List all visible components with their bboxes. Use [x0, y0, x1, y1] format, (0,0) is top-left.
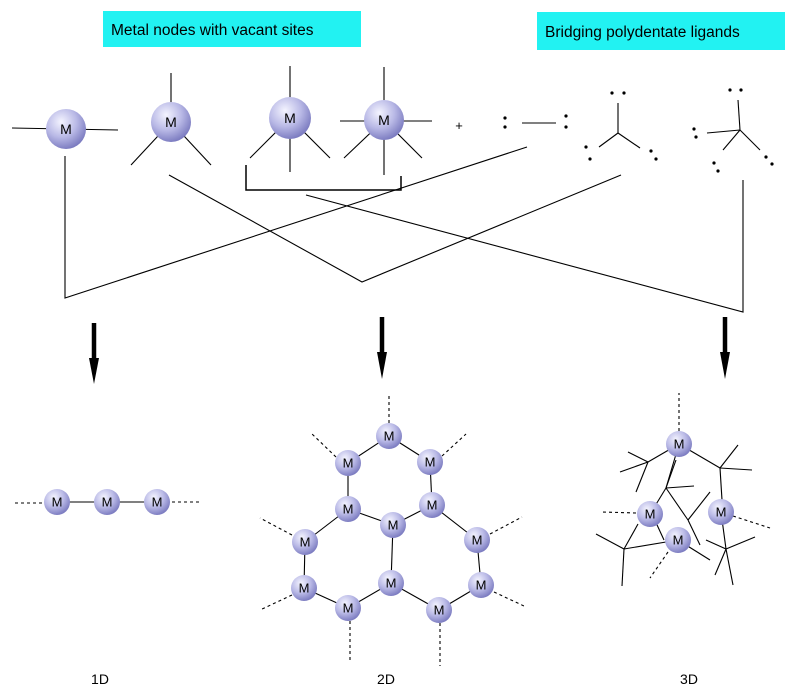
connector-2d — [168, 174, 622, 283]
arrow-3d — [720, 317, 730, 379]
metal-node-label: M — [284, 110, 296, 126]
metal-node-tetrahedral: M — [249, 66, 331, 172]
metal-node-label: M — [472, 533, 483, 548]
metal-node-sphere — [44, 489, 70, 515]
metal-node-label: M — [673, 533, 684, 548]
metal-node-trigonal: M — [130, 73, 212, 166]
label-1d: 1D — [91, 671, 109, 686]
header-bridging-ligands: Bridging polydentate ligands — [537, 12, 785, 50]
ligand-linear-bidentate — [503, 114, 568, 129]
metal-node-sphere — [269, 97, 311, 139]
metal-node-sphere — [464, 527, 490, 553]
header-metal-nodes-text: Metal nodes with vacant sites — [111, 22, 314, 39]
metal-node-label: M — [425, 455, 436, 470]
metal-node-sphere — [417, 449, 443, 475]
header-bridging-ligands-box — [537, 12, 785, 50]
ligand-tetradentate — [692, 88, 774, 173]
network-nodes: M M M M M M M M M M M M M — [291, 423, 494, 623]
metal-node-label: M — [645, 507, 656, 522]
metal-node-sphere — [378, 570, 404, 596]
metal-node-sphere — [419, 492, 445, 518]
metal-node-label: M — [343, 502, 354, 517]
structure-2d-network: M M M M M M M M M M M M M — [259, 393, 525, 666]
metal-node-sphere — [376, 423, 402, 449]
metal-node-label: M — [476, 578, 487, 593]
metal-node-sphere — [46, 109, 86, 149]
ligand-tridentate — [584, 91, 658, 161]
metal-node-label: M — [716, 505, 727, 520]
metal-node-octahedral: M — [340, 67, 432, 175]
arrow-2d — [377, 317, 387, 379]
metal-node-sphere — [665, 527, 691, 553]
metal-node-sphere — [144, 489, 170, 515]
metal-node-sphere — [708, 499, 734, 525]
metal-node-label: M — [300, 535, 311, 550]
metal-node-sphere — [468, 572, 494, 598]
metal-node-label: M — [384, 429, 395, 444]
metal-node-sphere — [364, 100, 404, 140]
metal-node-sphere — [335, 450, 361, 476]
connector-lines — [64, 146, 744, 313]
metal-node-label: M — [165, 114, 177, 130]
metal-node-label: M — [434, 603, 445, 618]
header-metal-nodes: Metal nodes with vacant sites — [103, 11, 361, 47]
metal-node-sphere — [426, 597, 452, 623]
metal-node-label: M — [388, 518, 399, 533]
metal-node-sphere — [151, 102, 191, 142]
label-2d: 2D — [377, 671, 395, 686]
metal-node-label: M — [427, 498, 438, 513]
metal-node-label: M — [299, 581, 310, 596]
metal-node-linear: M — [11, 109, 119, 149]
metal-node-label: M — [343, 601, 354, 616]
metal-node-sphere — [335, 595, 361, 621]
connector-3d — [305, 180, 744, 313]
metal-node-sphere — [94, 489, 120, 515]
structure-1d-chain: M M M — [15, 489, 200, 515]
metal-node-sphere — [637, 501, 663, 527]
bracket-tetra-octa — [245, 165, 402, 191]
metal-node-sphere — [292, 529, 318, 555]
arrow-1d — [89, 323, 99, 384]
metal-node-sphere — [335, 496, 361, 522]
label-3d: 3D — [680, 671, 698, 686]
plus-sign: + — [455, 118, 463, 133]
metal-node-sphere — [291, 575, 317, 601]
metal-node-label: M — [52, 495, 63, 510]
metal-node-label: M — [386, 576, 397, 591]
metal-node-label: M — [152, 495, 163, 510]
metal-node-label: M — [343, 456, 354, 471]
header-bridging-ligands-text: Bridging polydentate ligands — [545, 24, 740, 41]
header-metal-nodes-box — [103, 11, 361, 47]
structure-3d-framework: M M M M — [595, 393, 771, 587]
metal-node-label: M — [60, 121, 72, 137]
metal-node-label: M — [102, 495, 113, 510]
metal-node-sphere — [380, 512, 406, 538]
metal-node-label: M — [378, 112, 390, 128]
connector-1d — [64, 146, 528, 299]
metal-node-label: M — [674, 437, 685, 452]
metal-node-sphere — [666, 431, 692, 457]
